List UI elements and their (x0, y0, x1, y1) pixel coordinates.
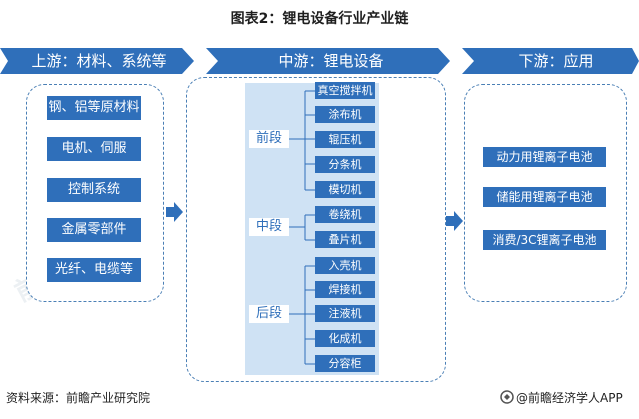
process-box: 卷绕机 (315, 206, 375, 223)
midstream-header: 中游：锂电设备 (278, 52, 384, 70)
upstream-item: 电机、伺服 (47, 137, 141, 161)
stage-middle: 中段 (249, 218, 289, 236)
chart-title: 图表2：锂电设备行业产业链 (230, 11, 409, 27)
process-box: 叠片机 (315, 231, 375, 248)
process-box: 注液机 (315, 305, 375, 322)
downstream-item: 消费/3C锂离子电池 (483, 230, 606, 250)
downstream-item: 储能用锂离子电池 (483, 187, 606, 207)
arrow-right-icon (166, 202, 183, 222)
downstream-item: 动力用锂离子电池 (483, 147, 606, 167)
midstream-header-shape (206, 48, 450, 74)
downstream-header-shape (462, 48, 639, 74)
upstream-item: 控制系统 (47, 178, 141, 202)
arrow-right-icon (446, 211, 463, 231)
source-note: 资料来源：前瞻产业研究院 (6, 391, 151, 405)
downstream-header: 下游：应用 (518, 52, 594, 70)
process-box: 分条机 (315, 156, 375, 173)
upstream-item: 光纤、电缆等 (47, 258, 141, 282)
brand-logo-icon (500, 390, 514, 404)
process-box: 焊接机 (315, 281, 375, 298)
process-box: 模切机 (315, 181, 375, 198)
stage-front: 前段 (249, 130, 289, 148)
process-box: 分容柜 (315, 355, 375, 372)
process-box: 涂布机 (315, 106, 375, 123)
process-box: 化成机 (315, 330, 375, 347)
header-chevrons (0, 48, 639, 74)
upstream-header-shape (0, 48, 194, 74)
upstream-item: 钢、铝等原材料 (47, 96, 141, 120)
brand-credit: @前瞻经济学人APP (516, 391, 623, 405)
process-box: 入壳机 (315, 257, 375, 274)
upstream-item: 金属零部件 (47, 218, 141, 242)
stage-back: 后段 (249, 305, 289, 323)
process-box: 真空搅拌机 (315, 82, 375, 99)
process-box: 辊压机 (315, 131, 375, 148)
upstream-header: 上游：材料、系统等 (31, 52, 167, 70)
